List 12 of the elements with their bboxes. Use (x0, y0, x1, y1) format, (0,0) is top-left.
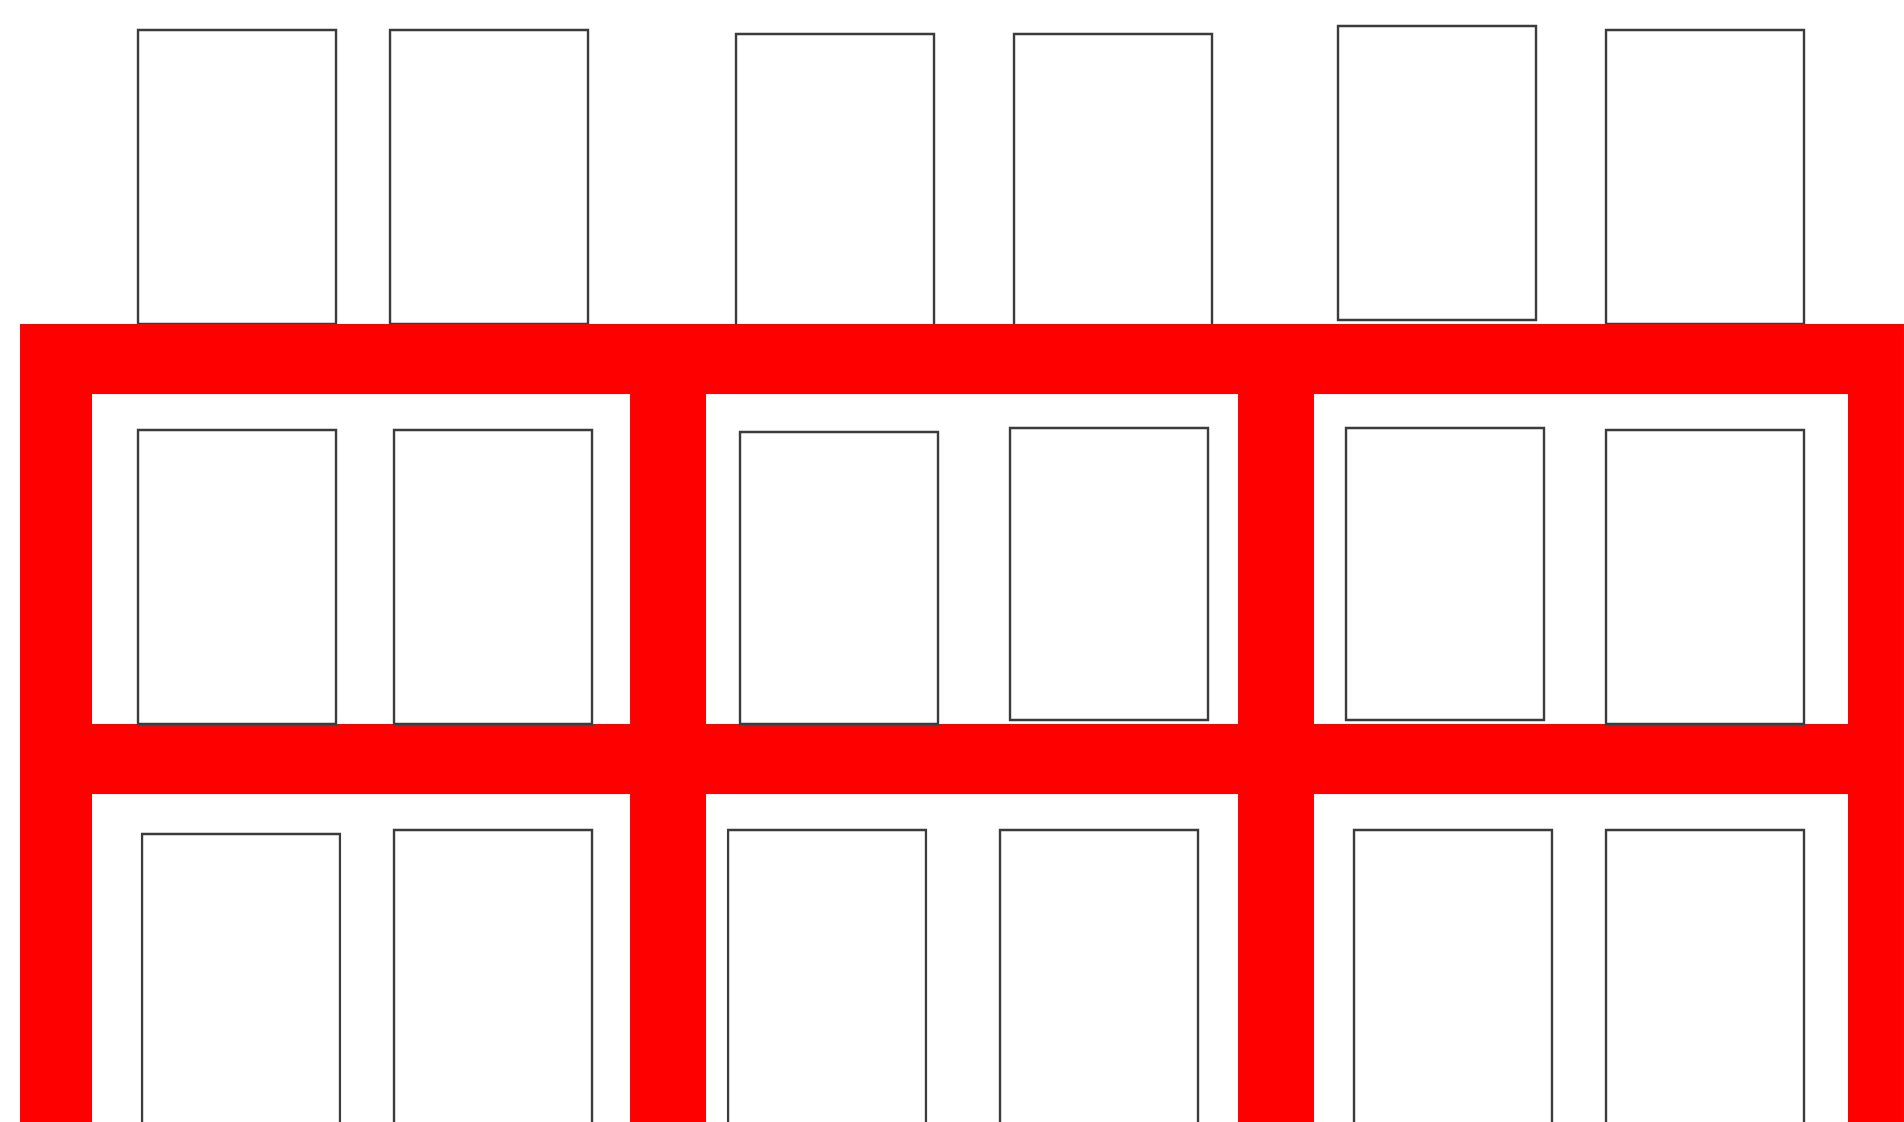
rectangle (1604, 428, 1806, 726)
rectangle (1012, 32, 1214, 330)
rectangle (1604, 28, 1806, 326)
rectangle (392, 428, 594, 726)
rectangle (388, 28, 590, 326)
rectangle (738, 430, 940, 726)
rectangle (1008, 426, 1210, 722)
rectangle (1336, 24, 1538, 322)
rectangle (734, 32, 936, 330)
rectangle (1344, 426, 1546, 722)
rectangle (136, 428, 338, 726)
rectangle (136, 28, 338, 326)
